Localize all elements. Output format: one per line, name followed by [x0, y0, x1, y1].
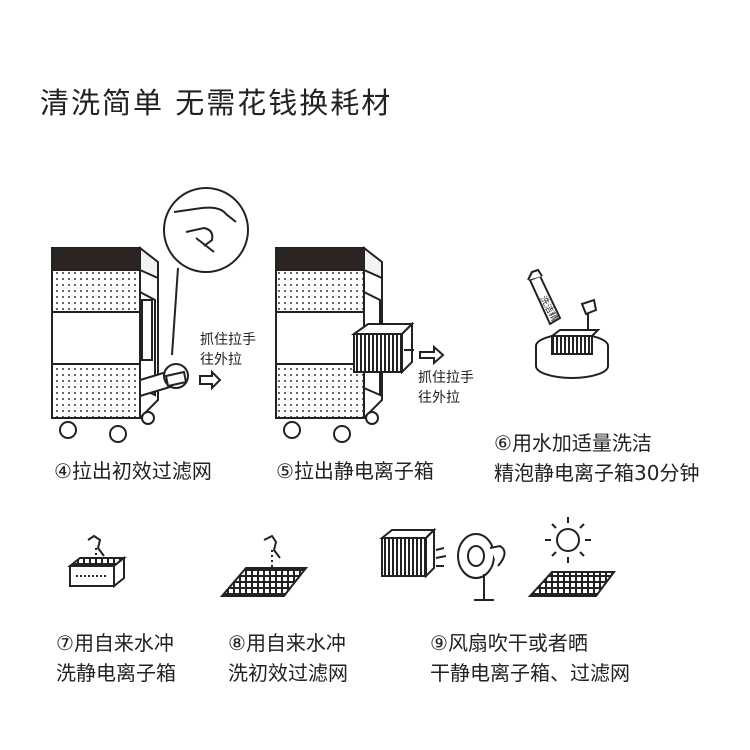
- page-title: 清洗简单 无需花钱换耗材: [40, 86, 393, 120]
- step-4-caption: ④拉出初效过滤网: [54, 456, 212, 486]
- step-8-caption: ⑧用自来水冲 洗初效过滤网: [228, 628, 348, 688]
- step-text: 用自来水冲: [73, 631, 174, 655]
- soaking-basin-icon: 洗洁精: [527, 268, 609, 379]
- purifier-with-filter-icon: [51, 245, 181, 443]
- step-6-caption: ⑥用水加适量洗洁 精泡静电离子箱30分钟: [494, 428, 699, 488]
- step-text: 洗初效过滤网: [228, 661, 348, 685]
- step-text: 用自来水冲: [245, 631, 346, 655]
- instruction-note-pull-2: 抓住拉手 往外拉: [418, 370, 474, 406]
- rinse-ion-box-icon: [67, 534, 127, 589]
- arrow-right-icon: [199, 369, 222, 391]
- step-number: ④: [54, 459, 72, 483]
- magnified-hand-icon: [163, 187, 249, 389]
- step-9-caption: ⑨风扇吹干或者晒 干静电离子箱、过滤网: [430, 628, 630, 688]
- step-text: 洗静电离子箱: [56, 661, 176, 685]
- step-number: ⑥: [494, 431, 512, 455]
- step-text: 拉出静电离子箱: [293, 459, 434, 483]
- step-number: ⑧: [228, 631, 246, 655]
- arrow-right-icon: [419, 344, 445, 366]
- step-7-caption: ⑦用自来水冲 洗静电离子箱: [56, 628, 176, 688]
- instruction-note-pull-1: 抓住拉手 往外拉: [200, 332, 256, 368]
- step-text: 干静电离子箱、过滤网: [430, 661, 630, 685]
- step-number: ⑤: [276, 459, 294, 483]
- step-text: 风扇吹干或者晒: [447, 631, 588, 655]
- step-number: ⑨: [430, 631, 448, 655]
- sun-dry-icon: [527, 517, 616, 597]
- purifier-with-ion-box-icon: [275, 245, 415, 443]
- step-text: 精泡静电离子箱30分钟: [494, 461, 700, 485]
- step-number: ⑦: [56, 631, 74, 655]
- bottle-label: 洗洁精: [537, 294, 560, 323]
- rinse-filter-icon: [219, 534, 309, 597]
- step-5-caption: ⑤拉出静电离子箱: [276, 456, 434, 486]
- fan-dry-icon: [379, 527, 506, 601]
- step-text: 拉出初效过滤网: [71, 459, 212, 483]
- step-text: 用水加适量洗洁: [511, 431, 652, 455]
